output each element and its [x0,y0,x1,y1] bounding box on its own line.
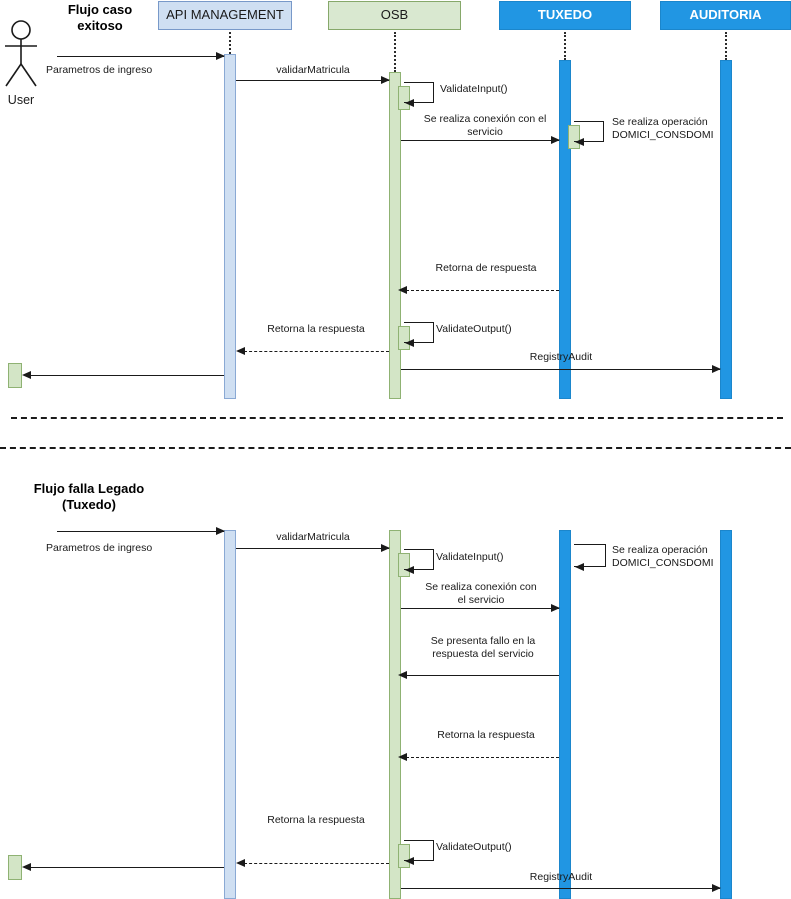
participant-header-tuxedo[interactable]: TUXEDO [499,1,631,30]
activation-bar-osb-flow1 [389,72,401,399]
message-arrowhead-m9 [712,365,721,373]
message-arrowhead-m6 [398,286,407,294]
message-label-m3: ValidateInput() [440,83,508,95]
message-label-f3: ValidateInput() [436,551,504,563]
section-separator-top [11,417,783,419]
selfcall-loop-m8 [404,322,434,343]
selfcall-arrowhead-f9 [405,857,414,865]
participant-header-auditoria[interactable]: AUDITORIA [660,1,791,30]
message-label-m5: Se realiza operación DOMICI_CONSDOMI [612,116,714,142]
message-arrowhead-f1 [216,527,225,535]
message-arrowhead-f11 [22,863,31,871]
message-label-f10: RegistryAudit [529,871,593,883]
section-separator-bottom [0,447,791,449]
participant-label-osb: OSB [380,7,409,23]
participant-label-tuxedo: TUXEDO [537,7,593,23]
participant-label-auditoria: AUDITORIA [689,7,762,23]
activation-bar-api-management-flow1 [224,54,236,399]
message-label-f2: validarMatricula [276,531,350,543]
selfcall-loop-f4 [574,544,606,567]
message-label-f7: Retorna la respuesta [437,729,535,741]
participant-label-api-management: API MANAGEMENT [166,7,284,23]
message-label-m4: Se realiza conexión con el servicio [423,113,547,139]
selfcall-loop-f9 [404,840,434,861]
activation-bar-user-flow1 [8,363,22,388]
message-arrowhead-m1 [216,52,225,60]
message-line-m4 [401,140,559,141]
message-line-m1 [57,56,224,57]
message-arrowhead-f7 [398,753,407,761]
selfcall-arrowhead-f3 [405,566,414,574]
flow-title-success: Flujo caso exitoso [67,2,133,34]
message-label-m9: RegistryAudit [529,351,593,363]
message-arrowhead-m10 [22,371,31,379]
selfcall-loop-f3 [404,549,434,570]
selfcall-arrowhead-m3 [405,99,414,107]
actor-user-label: User [7,93,35,107]
message-line-m9 [401,369,720,370]
message-label-m8: ValidateOutput() [436,323,512,335]
activation-bar-api-management-flow2 [224,530,236,899]
message-label-m1: Parametros de ingreso [46,64,153,76]
activation-bar-auditoria-flow1 [720,60,732,399]
message-line-m7 [244,351,389,352]
message-label-f8: Retorna la respuesta [267,814,365,826]
message-arrowhead-f5 [551,604,560,612]
selfcall-arrowhead-m8 [405,339,414,347]
selfcall-loop-m3 [404,82,434,103]
activation-bar-tuxedo-flow2 [559,530,571,899]
message-label-f5: Se realiza conexión con el servicio [425,581,537,607]
flow-title-failure: Flujo falla Legado (Tuxedo) [33,481,145,513]
message-line-f8 [244,863,389,864]
participant-header-api-management[interactable]: API MANAGEMENT [158,1,292,30]
message-line-m2 [236,80,389,81]
activation-bar-tuxedo-flow1 [559,60,571,399]
lifeline-dots-tuxedo [564,32,566,60]
message-label-f6: Se presenta fallo en la respuesta del se… [430,635,536,661]
message-line-m6 [406,290,559,291]
message-label-f9: ValidateOutput() [436,841,512,853]
participant-header-osb[interactable]: OSB [328,1,461,30]
selfcall-arrowhead-f4 [575,563,584,571]
message-arrowhead-f6 [398,671,407,679]
message-label-m2: validarMatricula [276,64,350,76]
message-arrowhead-m2 [381,76,390,84]
message-line-f7 [406,757,559,758]
activation-bar-auditoria-flow2 [720,530,732,899]
activation-bar-user-flow2 [8,855,22,880]
message-arrowhead-f10 [712,884,721,892]
selfcall-arrowhead-m5 [575,138,584,146]
message-label-f1: Parametros de ingreso [46,542,153,554]
lifeline-dots-osb [394,32,396,72]
message-label-f4: Se realiza operación DOMICI_CONSDOMI [612,544,714,570]
message-line-f2 [236,548,389,549]
message-arrowhead-f2 [381,544,390,552]
message-label-m6: Retorna de respuesta [435,262,537,274]
lifeline-dots-auditoria [725,32,727,60]
lifeline-dots-api-management [229,32,231,54]
message-line-f10 [401,888,720,889]
message-arrowhead-f8 [236,859,245,867]
message-line-f5 [401,608,559,609]
message-line-f6 [406,675,559,676]
message-line-f1 [57,531,224,532]
message-arrowhead-m7 [236,347,245,355]
message-line-m10 [30,375,224,376]
actor-user-figure [2,20,48,90]
message-label-m7: Retorna la respuesta [267,323,365,335]
message-arrowhead-m4 [551,136,560,144]
message-line-f11 [30,867,224,868]
selfcall-loop-m5 [574,121,604,142]
